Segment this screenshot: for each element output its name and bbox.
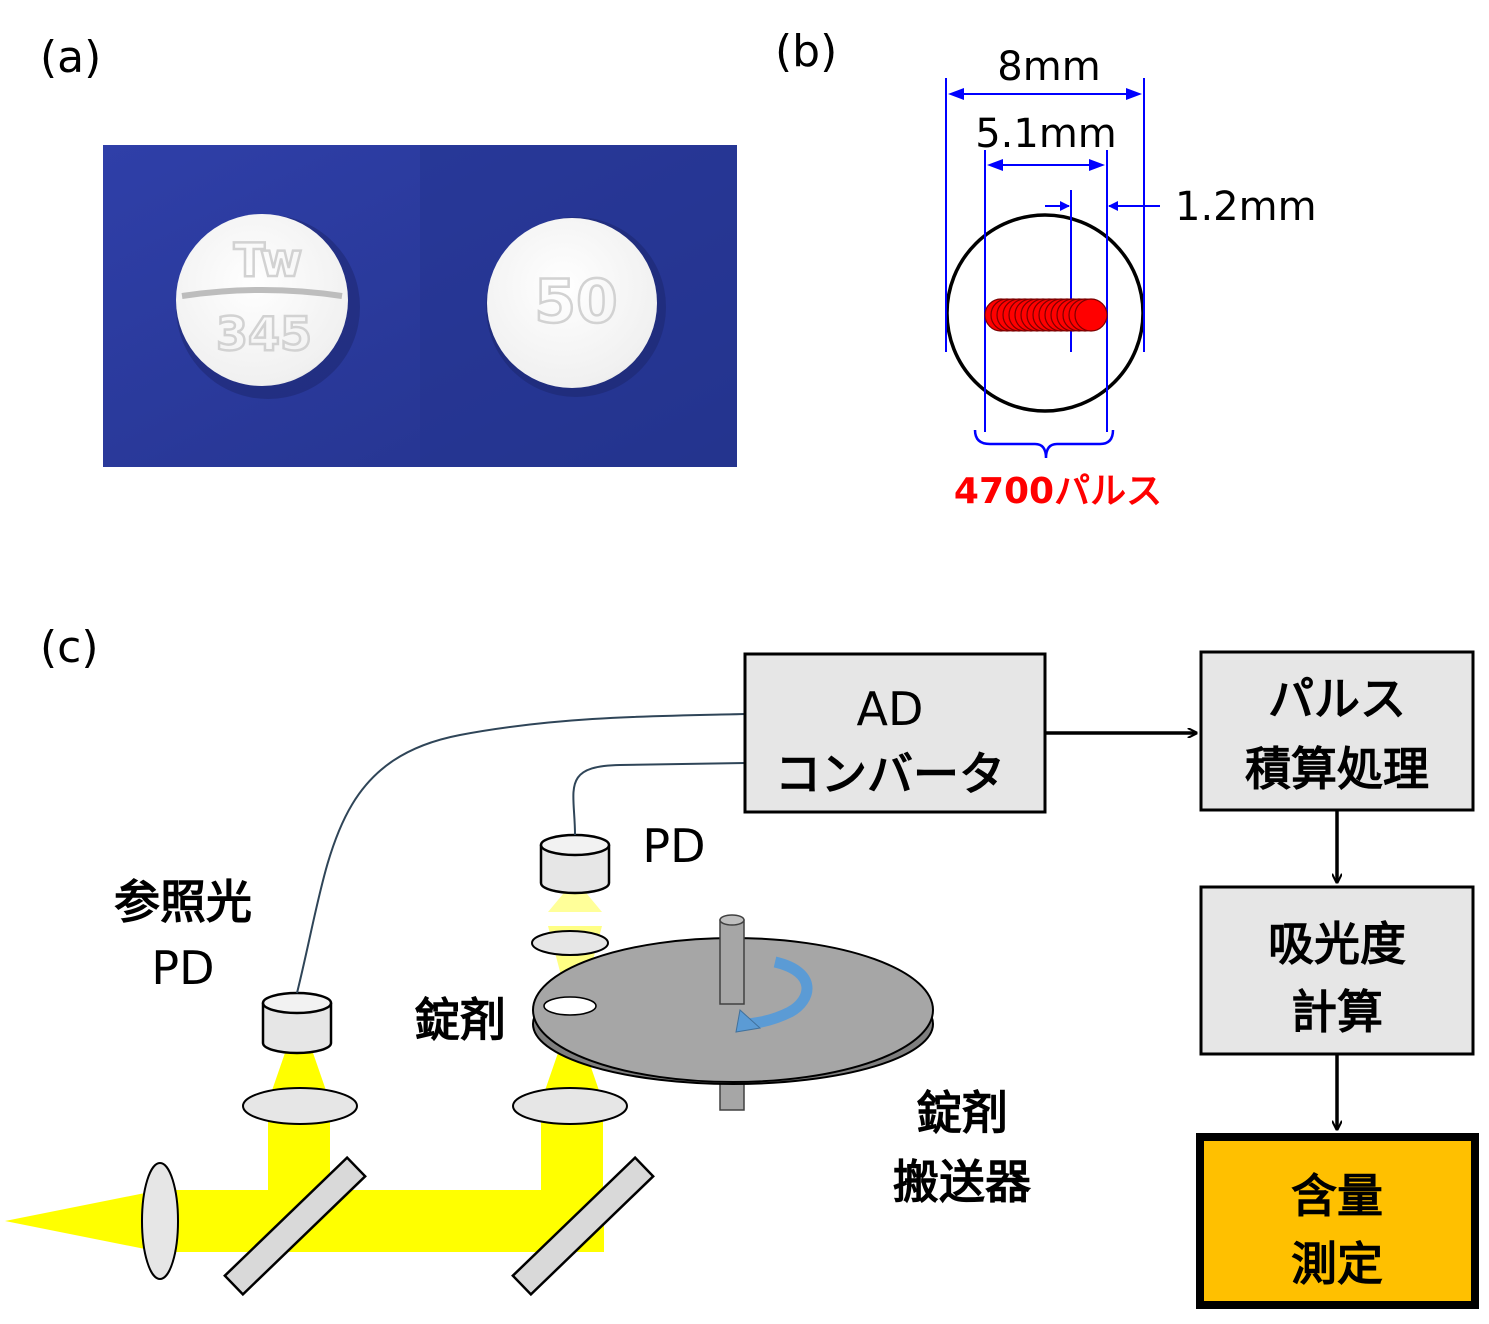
collection-lens (531, 930, 609, 956)
dim-diameter: 8mm (997, 44, 1100, 90)
pulse-integration-box: パルス 積算処理 (1199, 650, 1475, 812)
reference-pd-label-line2: PD (151, 941, 214, 995)
pulse-count-label: 4700パルス (954, 471, 1162, 512)
sample-lens (512, 1087, 628, 1125)
tablet-scan-schematic: 8mm 5.1mm 1.2mm (945, 44, 1317, 512)
content-measurement-line1: 含量 (1291, 1169, 1383, 1223)
optical-setup: 参照光 PD PD 錠剤 錠剤 搬送器 (5, 713, 1032, 1297)
absorbance-box: 吸光度 計算 (1199, 885, 1475, 1056)
conveyor-shaft (719, 919, 745, 1005)
tablet-mark: 50 (534, 267, 618, 337)
pulse-integration-line1: パルス (1268, 672, 1406, 726)
ad-converter-line2: コンバータ (775, 747, 1005, 801)
conveyor-label-line1: 錠剤 (916, 1086, 1008, 1140)
conveyor-label-line2: 搬送器 (893, 1155, 1032, 1209)
sample-photodiode (539, 833, 611, 895)
mirror (511, 1155, 655, 1297)
tablet-mark-top: Tw (234, 233, 303, 287)
tablet-on-disk (543, 996, 597, 1016)
ad-converter-line1: AD (857, 682, 924, 736)
content-measurement-line2: 測定 (1291, 1237, 1383, 1291)
tablet-label: 錠剤 (414, 993, 506, 1047)
input-beam (5, 1190, 160, 1252)
tablet-mark-bottom: 345 (216, 307, 312, 361)
reference-lens (242, 1087, 358, 1125)
tablet-photo: Tw 345 50 (103, 145, 737, 467)
reference-pd-label-line1: 参照光 (114, 875, 252, 929)
pulse-integration-line2: 積算処理 (1245, 742, 1429, 796)
tablet-conveyor (532, 914, 934, 1111)
panel-label-a: (a) (40, 32, 101, 83)
dim-margin: 1.2mm (1175, 184, 1317, 230)
absorbance-line2: 計算 (1291, 985, 1383, 1039)
beam-splitter (223, 1155, 367, 1297)
dim-scan-length: 5.1mm (975, 111, 1117, 157)
sample-cable (572, 762, 746, 836)
absorbance-line1: 吸光度 (1268, 917, 1406, 971)
laser-pulse-spots (984, 298, 1108, 332)
tablet-plain (487, 218, 657, 388)
tablet-scored (176, 214, 348, 386)
panel-label-c: (c) (40, 622, 99, 673)
reference-photodiode (261, 991, 333, 1055)
ad-converter-box: AD コンバータ (743, 652, 1047, 814)
main-beam (160, 1190, 604, 1252)
reference-cable (296, 713, 746, 994)
scan-brace (973, 429, 1115, 459)
content-measurement-box: 含量 測定 (1196, 1133, 1479, 1309)
input-lens (141, 1162, 179, 1280)
pd-label: PD (642, 819, 705, 873)
panel-label-b: (b) (775, 26, 837, 77)
